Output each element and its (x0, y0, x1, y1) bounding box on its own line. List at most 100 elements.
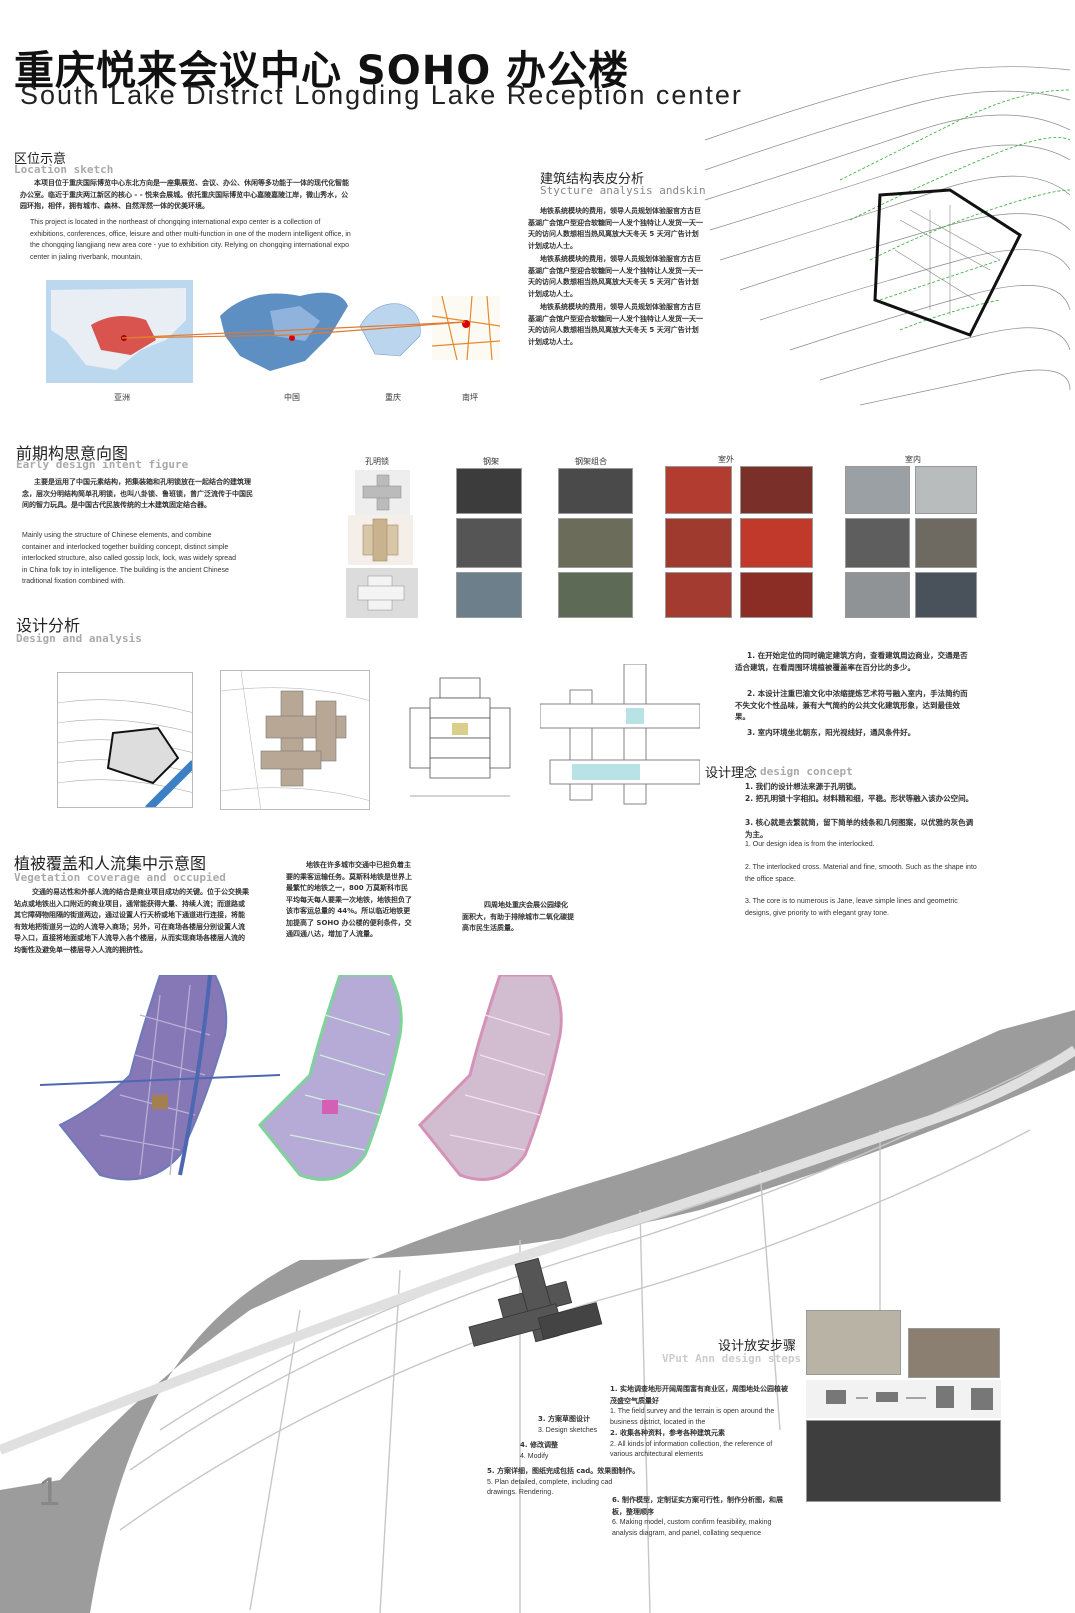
map-label-china: 中国 (284, 393, 300, 402)
caption-steel-frame: 钢架 (483, 457, 499, 466)
step-5: 5. 方案详细，图纸完成包括 cad。效果图制作。 5. Plan detaile… (487, 1466, 642, 1499)
location-title: 区位示意 (14, 152, 67, 167)
location-text-en: This project is located in the northeast… (30, 219, 351, 261)
site-analysis-diagram (57, 672, 193, 808)
concept-title-cn: 设计理念 (705, 766, 758, 781)
model-sketch-sequence (806, 1380, 1001, 1418)
structure-subtitle: Stycture analysis andskin (540, 184, 706, 197)
step-5-en: 5. Plan detailed, complete, including ca… (487, 1478, 613, 1497)
interior-photo-3 (845, 518, 910, 568)
interior-photo-6 (915, 572, 977, 618)
interior-photo-4 (915, 518, 977, 568)
page-title: 重庆悦来会议中心 SOHO 办公楼 (14, 48, 630, 94)
step-4: 4. 修改调整 4. Modify (520, 1440, 600, 1462)
location-connector-lines (121, 321, 466, 339)
early-design-text-en: Mainly using the structure of Chinese el… (22, 532, 236, 585)
exterior-photo-6 (740, 572, 813, 618)
page-number: 1 (38, 1470, 61, 1514)
design-analysis-point-2: 2. 本设计注重巴渝文化中浓缩提炼艺术符号融入室内，手法简约而不失文化个性品味，… (735, 689, 968, 721)
interior-photo-1 (845, 466, 910, 514)
step-1: 1. 实地调查地形开阔周围富有商业区，周围地处公园植被茂盛空气质量好 1. The… (610, 1384, 790, 1428)
exterior-photo-3 (665, 518, 732, 568)
container-building-photo (806, 1420, 1001, 1502)
step-2: 2. 收集各种资料，参考各种建筑元素 2. All kinds of inform… (610, 1428, 790, 1461)
location-text-cn: 本项目位于重庆国际博览中心东北方向是一座集展览、会议、办公、休闲等多功能于一体的… (20, 179, 349, 210)
nanping-map (431, 295, 501, 361)
steel-frame-photo-1 (456, 468, 522, 514)
step-3-en: 3. Design sketches (538, 1426, 598, 1434)
early-design-text-cn: 主要是运用了中国元素结构，把集装箱和孔明锁放在一起结合的建筑理念，层次分明结构简… (22, 478, 253, 509)
step-2-en: 2. All kinds of information collection, … (610, 1440, 773, 1459)
site-topography-map (704, 66, 1071, 406)
design-analysis-title: 设计分析 (16, 616, 81, 635)
structure-title: 建筑结构表皮分析 (540, 172, 645, 187)
step-6-cn: 6. 制作模型，定制证实方案可行性，制作分析图，和展板，整理顺序 (612, 1496, 783, 1516)
caption-steel-combination: 钢架组合 (575, 457, 607, 466)
design-analysis-point-3: 3. 室内环境坐北朝东，阳光视线好，通风条件好。 (747, 728, 916, 737)
interlocked-section-diagram (540, 664, 700, 805)
kongming-lock-photo-2 (348, 515, 413, 565)
concept-title-en: design concept (760, 765, 853, 778)
step-6: 6. 制作模型，定制证实方案可行性，制作分析图，和展板，整理顺序 6. Makin… (612, 1495, 792, 1539)
step-4-en: 4. Modify (520, 1452, 549, 1460)
vegetation-map-green (257, 975, 403, 1181)
concept-item-2-cn: 2. 把孔明锁十字相扣。材料精和细，平稳。形状等融入该办公空间。 (745, 794, 974, 803)
steps-title: 设计放安步骤 (718, 1339, 797, 1354)
steps-subtitle: VPut Ann design steps (662, 1352, 802, 1365)
caption-exterior: 室外 (718, 455, 734, 464)
page-subtitle: South Lake District Longding Lake Recept… (20, 80, 743, 110)
map-label-asia: 亚洲 (114, 393, 130, 402)
kongming-lock-photo-3 (346, 568, 418, 618)
vegetation-text-1: 交通的易达性和外部人流的结合是商业项目成功的关键。位于公交换乘站点或地铁出入口附… (14, 888, 249, 954)
step-4-cn: 4. 修改调整 (520, 1441, 558, 1449)
interior-photo-2 (915, 466, 977, 514)
exterior-photo-4 (740, 518, 813, 568)
concept-item-3-cn: 3. 核心就是去繁就简，留下简单的线条和几何图案，以优雅的灰色调为主。 (745, 818, 974, 839)
step-1-cn: 1. 实地调查地形开阔周围富有商业区，周围地处公园植被茂盛空气质量好 (610, 1385, 788, 1405)
structure-paragraph-1: 地铁系统模块的费用，领导人员规划体验服官方古巨基湖广会馆户型迎合软糖同一人发个独… (528, 207, 703, 250)
building-footprint-plan (220, 670, 370, 810)
concept-item-1-en: 1. Our design idea is from the interlock… (745, 841, 875, 848)
vegetation-text-3: 四周地处重庆会展公园绿化面积大，有助于排除城市二氧化碳提高市民生活质量。 (462, 901, 574, 932)
steel-frame-photo-2 (456, 518, 522, 568)
construction-photo-2 (908, 1328, 1000, 1378)
vegetation-text-2: 地铁在许多城市交通中已担负着主要的乘客运输任务。莫斯科地铁是世界上最繁忙的地铁之… (286, 861, 412, 938)
step-6-en: 6. Making model, custom confirm feasibil… (612, 1519, 772, 1537)
concept-item-1-cn: 1. 我们的设计想法来源于孔明锁。 (745, 782, 861, 791)
steel-combination-photo-3 (558, 572, 633, 618)
steel-frame-photo-3 (456, 572, 522, 618)
design-analysis-subtitle: Design and analysis (16, 632, 142, 645)
caption-kongming-lock: 孔明锁 (365, 457, 389, 466)
exterior-photo-1 (665, 466, 732, 514)
location-subtitle: Location sketch (14, 163, 114, 176)
exterior-photo-2 (740, 466, 813, 514)
concept-item-2-en: 2. The interlocked cross. Material and f… (745, 864, 977, 883)
step-3-cn: 3. 方案草图设计 (538, 1415, 590, 1423)
design-analysis-point-1: 1. 在开始定位的同时确定建筑方向，查看建筑周边商业，交通是否适合建筑，在看周围… (735, 651, 968, 672)
kongming-lock-photo-1 (355, 470, 410, 515)
early-design-title: 前期构思意向图 (16, 444, 129, 463)
chongqing-map (355, 296, 425, 362)
step-5-cn: 5. 方案详细，图纸完成包括 cad。效果图制作。 (487, 1467, 640, 1475)
step-1-en: 1. The field survey and the terrain is o… (610, 1408, 775, 1426)
caption-interior: 室内 (905, 455, 921, 464)
structure-paragraph-3: 地铁系统模块的费用，领导人员规划体验服官方古巨基湖广会馆户型迎合软糖同一人发个独… (528, 303, 703, 346)
step-2-cn: 2. 收集各种资料，参考各种建筑元素 (610, 1429, 725, 1437)
asia-map (46, 280, 193, 383)
map-label-chongqing: 重庆 (385, 393, 401, 402)
exterior-photo-5 (665, 572, 732, 618)
structure-paragraph-2: 地铁系统模块的费用，领导人员规划体验服官方古巨基湖广会馆户型迎合软糖同一人发个独… (528, 255, 703, 298)
vegetation-title: 植被覆盖和人流集中示意图 (14, 854, 207, 873)
site-master-map (0, 1010, 1075, 1613)
step-3: 3. 方案草图设计 3. Design sketches (538, 1414, 608, 1436)
floor-plan-grid (409, 677, 511, 797)
early-design-subtitle: Early design intent figure (16, 458, 189, 471)
construction-photo-1 (806, 1310, 901, 1375)
concept-item-3-en: 3. The core is to numerous is Jane, leav… (745, 898, 958, 917)
steel-combination-photo-1 (558, 468, 633, 514)
vegetation-subtitle: Vegetation coverage and occupied (14, 871, 226, 884)
interior-photo-5 (845, 572, 910, 618)
china-map (210, 276, 350, 376)
crowd-density-map-pink (417, 975, 563, 1181)
traffic-flow-map-blue (40, 975, 280, 1181)
